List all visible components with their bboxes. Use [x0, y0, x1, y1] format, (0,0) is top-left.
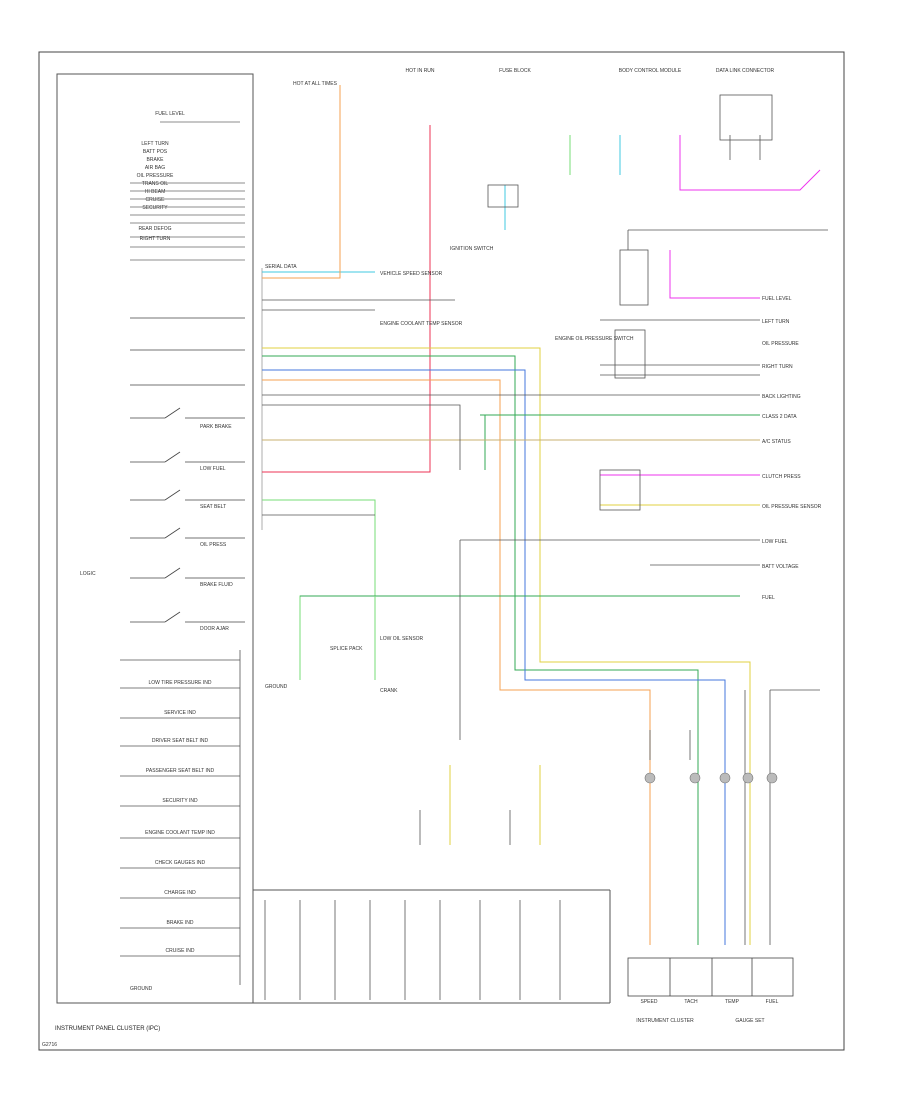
warning-label: DRIVER SEAT BELT IND: [152, 738, 209, 744]
right-label: LOW FUEL: [762, 539, 788, 545]
gauge-group-label: INSTRUMENT CLUSTER: [636, 1018, 694, 1024]
switch-label: BRAKE FLUID: [200, 582, 233, 588]
top-label: BODY CONTROL MODULE: [619, 68, 682, 74]
warning-label: ENGINE COOLANT TEMP IND: [145, 830, 215, 836]
warning-label: BRAKE IND: [167, 920, 194, 926]
gauge-label: TEMP: [725, 999, 740, 1005]
colored-wires: [262, 85, 821, 945]
bottom-connectors: [644, 772, 778, 784]
warning-label: LOW TIRE PRESSURE IND: [149, 680, 212, 686]
gauge-label: TACH: [684, 999, 698, 1005]
lower-mid-label: LOW OIL SENSOR: [380, 636, 424, 642]
lower-mid-label: SPLICE PACK: [330, 646, 363, 652]
middle-label: ENGINE COOLANT TEMP SENSOR: [380, 321, 463, 327]
right-labels: FUEL LEVEL LEFT TURN OIL PRESSURE RIGHT …: [762, 296, 822, 601]
gauge-group-label: GAUGE SET: [735, 1018, 764, 1024]
warning-label: CHECK GAUGES IND: [155, 860, 206, 866]
right-label: LEFT TURN: [762, 319, 790, 325]
cluster-leads: [130, 121, 245, 261]
lower-mid-label: GROUND: [265, 684, 288, 690]
cluster-label: TRANS OIL: [142, 181, 169, 187]
cluster-label: BATT POS: [143, 149, 168, 155]
cluster-label: OIL PRESSURE: [137, 173, 174, 179]
right-label: FUEL: [762, 595, 775, 601]
switch-label: DOOR AJAR: [200, 626, 229, 632]
right-label: CLUTCH PRESS: [762, 474, 801, 480]
top-labels: HOT AT ALL TIMES HOT IN RUN FUSE BLOCK B…: [293, 68, 775, 87]
right-label: OIL PRESSURE SENSOR: [762, 504, 822, 510]
wire-red: [262, 125, 431, 473]
middle-labels: VEHICLE SPEED SENSOR ENGINE COOLANT TEMP…: [380, 246, 634, 342]
footer-label: INSTRUMENT PANEL CLUSTER (IPC): [55, 1026, 160, 1032]
switch-label: SEAT BELT: [200, 504, 226, 510]
top-label: DATA LINK CONNECTOR: [716, 68, 775, 74]
cluster-label: RIGHT TURN: [140, 236, 171, 242]
gauge-label: FUEL: [766, 999, 779, 1005]
bus-label: SERIAL DATA: [265, 264, 297, 270]
top-label: FUSE BLOCK: [499, 68, 531, 74]
warning-label: CRUISE IND: [166, 948, 195, 954]
wire-magenta-3: [669, 250, 760, 299]
wire-yellow: [262, 347, 751, 945]
warning-label: CHARGE IND: [164, 890, 196, 896]
switch-label: PARK BRAKE: [200, 424, 232, 430]
switch-column: [130, 317, 245, 623]
right-label: BACK LIGHTING: [762, 394, 801, 400]
gauge-labels: SPEED TACH TEMP FUEL INSTRUMENT CLUSTER …: [636, 999, 778, 1024]
right-label: OIL PRESSURE: [762, 341, 799, 347]
lower-mid-label: CRANK: [380, 688, 398, 694]
middle-label: ENGINE OIL PRESSURE SWITCH: [555, 336, 634, 342]
wire-blue: [262, 369, 726, 945]
cluster-label: HI BEAM: [145, 189, 166, 195]
top-components: [487, 94, 773, 511]
warning-label: SECURITY IND: [162, 798, 198, 804]
wire-lightgreen-1: [262, 499, 376, 680]
right-label: A/C STATUS: [762, 439, 791, 445]
bottom-left-label: GROUND: [130, 986, 153, 992]
wire-green: [262, 355, 699, 945]
bottom-module: [264, 900, 561, 1000]
right-label: CLASS 2 DATA: [762, 414, 797, 420]
switch-label: OIL PRESS: [200, 542, 227, 548]
cluster-left-labels: FUEL LEVEL LEFT TURN BATT POS BRAKE AIR …: [137, 111, 185, 242]
wire-orange: [262, 85, 341, 279]
cluster-label: FUEL LEVEL: [155, 111, 185, 117]
right-label: RIGHT TURN: [762, 364, 793, 370]
corner-label: G2716: [42, 1042, 57, 1048]
warning-label: PASSENGER SEAT BELT IND: [146, 768, 215, 774]
left-side-label: LOGIC: [80, 571, 96, 577]
cluster-label: LEFT TURN: [141, 141, 169, 147]
cluster-label: CRUISE: [146, 197, 166, 203]
cluster-label: AIR BAG: [145, 165, 165, 171]
lower-mid-labels: GROUND SPLICE PACK LOW OIL SENSOR CRANK: [265, 636, 424, 694]
outer-frame: [38, 51, 845, 1051]
gauge-label: SPEED: [641, 999, 658, 1005]
top-label: HOT AT ALL TIMES: [293, 81, 338, 87]
switch-labels: PARK BRAKE LOW FUEL SEAT BELT OIL PRESS …: [200, 424, 233, 632]
warning-rows: [120, 650, 241, 985]
middle-label: VEHICLE SPEED SENSOR: [380, 271, 443, 277]
right-label: BATT VOLTAGE: [762, 564, 799, 570]
warning-labels: LOW TIRE PRESSURE IND SERVICE IND DRIVER…: [145, 680, 215, 954]
warning-label: SERVICE IND: [164, 710, 196, 716]
switch-label: LOW FUEL: [200, 466, 226, 472]
black-wires: [262, 135, 828, 945]
middle-label: IGNITION SWITCH: [450, 246, 494, 252]
wire-magenta-2: [679, 135, 821, 191]
right-label: FUEL LEVEL: [762, 296, 792, 302]
cluster-label: SECURITY: [142, 205, 168, 211]
cluster-label: BRAKE: [147, 157, 165, 163]
top-label: HOT IN RUN: [405, 68, 434, 74]
cluster-label: REAR DEFOG: [138, 226, 171, 232]
gauge-box: [627, 957, 794, 997]
